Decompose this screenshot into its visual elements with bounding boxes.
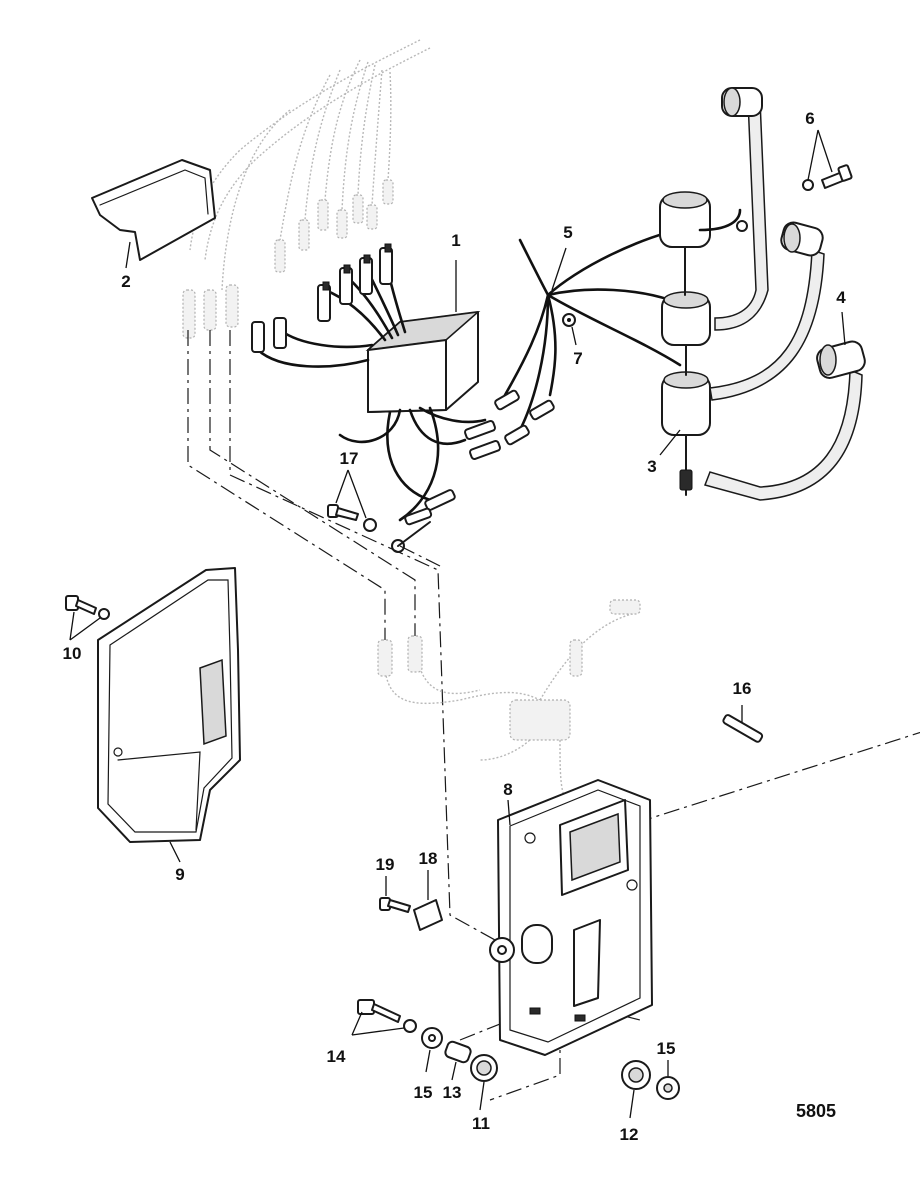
leader-2	[125, 241, 131, 269]
washer-15-left	[421, 1027, 443, 1049]
leader-8	[507, 799, 511, 826]
bracket-part	[91, 159, 216, 261]
leader-9	[169, 841, 181, 863]
grommet-11	[470, 1054, 498, 1082]
callout-13: 13	[443, 1083, 462, 1102]
leader-7	[571, 326, 577, 346]
ghost-harness-bottom	[377, 599, 641, 801]
screw-washer-6	[802, 164, 853, 191]
callout-16: 16	[733, 679, 752, 698]
callout-10: 10	[63, 644, 82, 663]
callout-1: 1	[451, 231, 460, 250]
callout-2: 2	[121, 272, 130, 291]
leader-6	[807, 129, 833, 181]
plate-18	[413, 899, 443, 931]
figure-number: 5805	[796, 1101, 836, 1121]
screw-washer-10	[65, 595, 110, 620]
callout-6: 6	[805, 109, 814, 128]
leader-4	[841, 311, 846, 346]
bushing-13	[444, 1040, 472, 1064]
assembly-lines	[187, 330, 920, 1101]
screw-19	[379, 897, 411, 913]
callout-12: 12	[620, 1125, 639, 1144]
callout-19: 19	[376, 855, 395, 874]
leader-11	[479, 1081, 485, 1111]
leader-13	[451, 1061, 457, 1081]
mounting-plate-part	[489, 779, 653, 1056]
callout-labels: 1 2 3 4 5 6 7 8 9 10 11 12 13 14 15 15 1…	[63, 109, 847, 1144]
callout-5: 5	[563, 223, 572, 242]
callout-11: 11	[472, 1114, 490, 1133]
bolt-washer-14	[357, 999, 417, 1033]
screw-washer-17	[327, 504, 431, 553]
ignition-coils-part	[659, 191, 748, 496]
callout-9: 9	[175, 865, 184, 884]
spark-plug-leads-part	[704, 87, 866, 501]
callout-15-right: 15	[657, 1039, 676, 1058]
callout-17: 17	[340, 449, 359, 468]
callout-8: 8	[503, 780, 512, 799]
leader-15-left	[425, 1049, 431, 1073]
roll-pin-part	[722, 714, 764, 743]
callout-4: 4	[836, 288, 846, 307]
leader-10	[69, 611, 101, 641]
ghost-harness-top	[182, 39, 431, 339]
switch-box-part	[251, 243, 501, 526]
leader-12	[629, 1089, 635, 1119]
grommet-12	[621, 1060, 651, 1090]
callout-14: 14	[327, 1047, 346, 1066]
callout-3: 3	[647, 457, 656, 476]
callout-7: 7	[573, 349, 582, 368]
leader-17	[335, 469, 367, 519]
callout-18: 18	[419, 849, 438, 868]
leader-14	[351, 1011, 405, 1036]
cover-part	[97, 567, 241, 843]
leader-3	[659, 429, 681, 456]
callout-15-left: 15	[414, 1083, 433, 1102]
leader-5	[551, 247, 567, 291]
washer-15-right	[656, 1076, 680, 1100]
